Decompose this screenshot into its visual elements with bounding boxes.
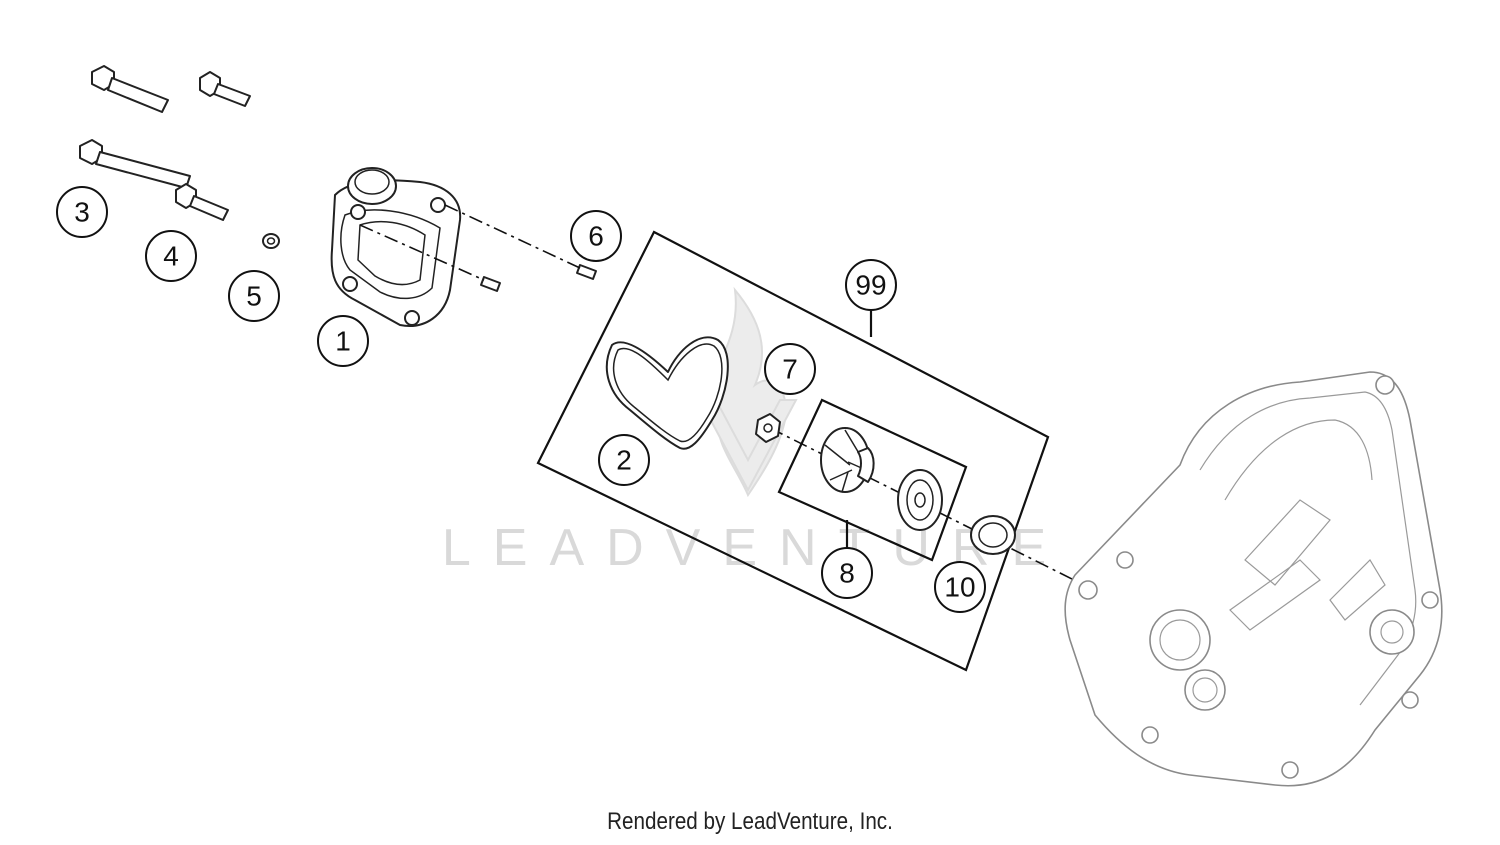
callout-8-label: 8: [839, 558, 855, 589]
callout-10: 10: [934, 561, 986, 613]
callout-7-label: 7: [782, 354, 798, 385]
callout-7: 7: [764, 343, 816, 395]
dowel-pin-lower: [480, 276, 501, 292]
water-pump-cover: [330, 167, 462, 327]
dowel-pin-upper: [576, 264, 597, 280]
gasket-inner-edge: [612, 343, 723, 443]
long-bolt-middle: [79, 139, 191, 189]
callout-6-label: 6: [588, 221, 604, 252]
washer: [262, 233, 280, 249]
callout-10-label: 10: [944, 572, 975, 603]
gasket: [605, 336, 729, 450]
assembly-line-lower: [359, 224, 485, 281]
callout-1: 1: [317, 315, 369, 367]
assembly-line-upper: [444, 204, 581, 269]
footer-credit: Rendered by LeadVenture, Inc.: [607, 808, 893, 835]
shaft-seal: [970, 515, 1016, 555]
impeller-subframe: [777, 398, 968, 562]
callout-4-label: 4: [163, 241, 179, 272]
callout-1-label: 1: [335, 326, 351, 357]
callout-5: 5: [228, 270, 280, 322]
impeller-nut: [755, 413, 781, 443]
short-bolt-top: [199, 71, 251, 107]
callout-2: 2: [598, 434, 650, 486]
callout-4: 4: [145, 230, 197, 282]
callout-3: 3: [56, 186, 108, 238]
callout-99: 99: [845, 259, 897, 311]
impeller-shaft-plate: [897, 469, 943, 531]
callout-3-label: 3: [74, 197, 90, 228]
kit-frame: [536, 230, 1050, 672]
clutch-cover: [1064, 371, 1443, 787]
impeller: [820, 427, 875, 493]
callout-6: 6: [570, 210, 622, 262]
callout-5-label: 5: [246, 281, 262, 312]
callout-2-label: 2: [616, 445, 632, 476]
callout-99-label: 99: [855, 270, 886, 301]
long-bolt-top: [91, 65, 169, 113]
short-bolt-middle: [175, 183, 229, 221]
callout-8: 8: [821, 547, 873, 599]
